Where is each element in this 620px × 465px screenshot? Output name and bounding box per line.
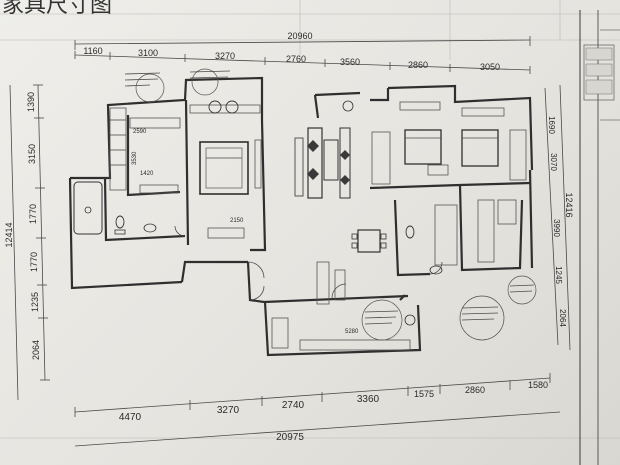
circle-note-icon: [135, 68, 537, 341]
right-seg-4: 1245: [554, 266, 563, 284]
right-seg-5: 2064: [558, 309, 567, 327]
left-seg-6: 2064: [31, 340, 41, 360]
bottom-dimension-overall: 20975: [74, 411, 561, 447]
bottom-seg-4: 3360: [357, 394, 380, 405]
top-dimension-overall: 20960: [74, 31, 531, 50]
dining-table-icon: [351, 229, 387, 253]
top-seg-3: 3270: [215, 51, 235, 61]
bottom-overall-label: 20975: [276, 432, 304, 443]
bottom-dimension-chain: 4470 3270 2740 3360 1575 2860 1580: [74, 373, 551, 423]
cabinets: [109, 101, 527, 351]
paper-grid: [0, 0, 620, 439]
left-seg-5: 1235: [30, 292, 40, 312]
left-overall-label: 12414: [4, 222, 14, 247]
right-overall-label: 12416: [564, 192, 574, 217]
top-seg-6: 2860: [408, 60, 428, 70]
door-swings: [174, 225, 443, 301]
right-dimension-chain: 1690 3070 3990 1245 2064: [544, 87, 567, 346]
right-dimension-overall: 12416: [559, 84, 574, 351]
right-seg-1: 1690: [547, 116, 556, 134]
toilet-icon: [405, 225, 415, 239]
drawing-title: 家具尺寸图: [2, 0, 112, 17]
right-seg-2: 3070: [549, 153, 558, 171]
bottom-seg-1: 4470: [119, 412, 142, 423]
bottom-seg-3: 2740: [282, 400, 305, 411]
top-seg-1: 1160: [83, 46, 102, 56]
title-block: [579, 10, 620, 465]
top-seg-7: 3050: [480, 62, 500, 72]
top-overall-label: 20960: [287, 31, 312, 41]
top-dimension-chain: 1160 3100 3270 2760 3560 2860 3050: [74, 46, 531, 74]
top-seg-5: 3560: [340, 57, 360, 67]
left-seg-2: 3150: [27, 144, 37, 164]
bed-icon: [461, 129, 499, 167]
right-seg-3: 3990: [552, 219, 561, 237]
left-dimension-chain: 1390 3150 1770 1770 1235 2064: [26, 84, 50, 381]
interior-dim-4: 2150: [230, 218, 244, 224]
bottom-seg-7: 1580: [528, 380, 548, 390]
sofa-icon: [307, 127, 351, 199]
sink-icon: [143, 223, 443, 275]
interior-dim-1: 2590: [133, 129, 147, 135]
top-seg-2: 3100: [138, 48, 158, 58]
interior-dim-2: 3530: [132, 151, 138, 165]
top-seg-4: 2760: [286, 54, 306, 64]
bottom-seg-6: 2860: [465, 385, 485, 395]
annotation-notes: [124, 70, 535, 325]
bottom-seg-2: 3270: [217, 405, 240, 416]
interior-dim-3: 1420: [140, 171, 154, 177]
bed-icon: [404, 129, 442, 165]
walls: [68, 76, 534, 357]
left-dimension-overall: 12414: [4, 84, 19, 401]
left-seg-3: 1770: [28, 204, 38, 224]
interior-dim-5: 5280: [345, 329, 359, 335]
interior-dimensions: 2590 3530 1420 2150 5280: [132, 129, 359, 335]
bathtub-icon: [73, 181, 103, 235]
bed-icon: [199, 141, 249, 195]
bottom-seg-5: 1575: [414, 389, 434, 399]
left-seg-4: 1770: [29, 252, 39, 272]
toilet-icon: [114, 215, 126, 235]
left-seg-1: 1390: [26, 92, 36, 112]
